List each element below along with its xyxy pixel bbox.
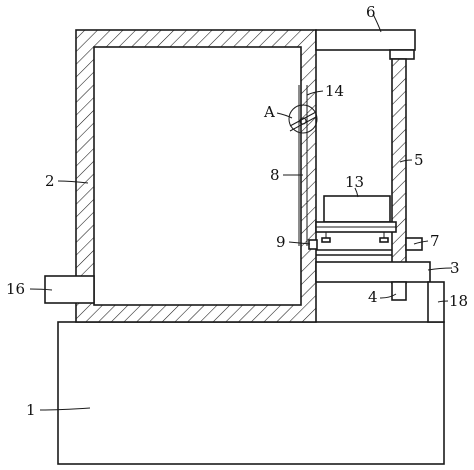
top-arm-cap [389, 49, 415, 60]
detail-circle-a [288, 104, 318, 134]
label-3: 3 [450, 259, 460, 277]
tray-foot-right [379, 237, 389, 243]
label-7: 7 [430, 232, 440, 250]
leader-9 [288, 241, 311, 245]
leader-18 [437, 300, 449, 303]
label-8: 8 [270, 166, 280, 184]
vertical-column [391, 58, 407, 284]
label-5: 5 [414, 151, 424, 169]
leader-5 [399, 159, 413, 163]
leader-1 [39, 407, 91, 411]
label-1: 1 [26, 401, 36, 419]
tray-box [323, 195, 391, 223]
label-13: 13 [345, 173, 364, 191]
left-port [44, 275, 95, 304]
detail-hinge-line [289, 111, 317, 127]
leader-3 [427, 267, 453, 271]
label-4: 4 [368, 288, 378, 306]
connector-bracket [308, 239, 318, 250]
label-18: 18 [449, 292, 468, 310]
label-16: 16 [6, 280, 25, 298]
leader-a [276, 112, 293, 119]
label-6: 6 [366, 3, 376, 21]
small-block [391, 281, 407, 301]
detail-pin [299, 117, 307, 125]
leader-13 [354, 187, 359, 198]
leader-16 [29, 288, 53, 291]
leader-14 [306, 90, 324, 96]
tray-foot-left [321, 237, 331, 243]
lower-platform [315, 261, 431, 283]
label-9: 9 [276, 233, 286, 251]
housing-inner-cavity [93, 46, 302, 306]
label-2: 2 [45, 172, 55, 190]
leader-6 [372, 13, 382, 33]
leader-2 [57, 180, 89, 184]
label-a: A [263, 103, 275, 121]
leader-4 [379, 293, 397, 299]
label-14: 14 [325, 82, 344, 100]
top-arm [315, 29, 416, 51]
support-leg [427, 281, 445, 323]
leader-7 [413, 240, 429, 245]
base-block [57, 321, 445, 465]
